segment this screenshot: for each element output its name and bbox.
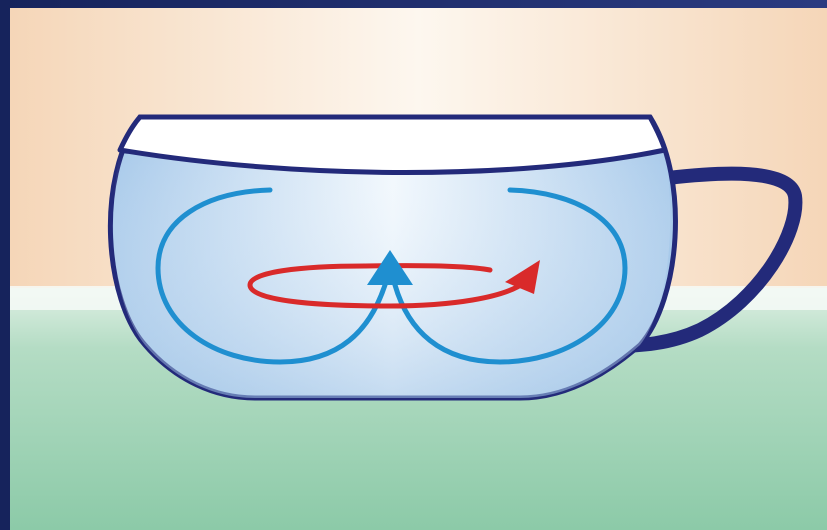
diagram-canvas (0, 0, 827, 530)
teacup-vortex-diagram (0, 0, 827, 530)
